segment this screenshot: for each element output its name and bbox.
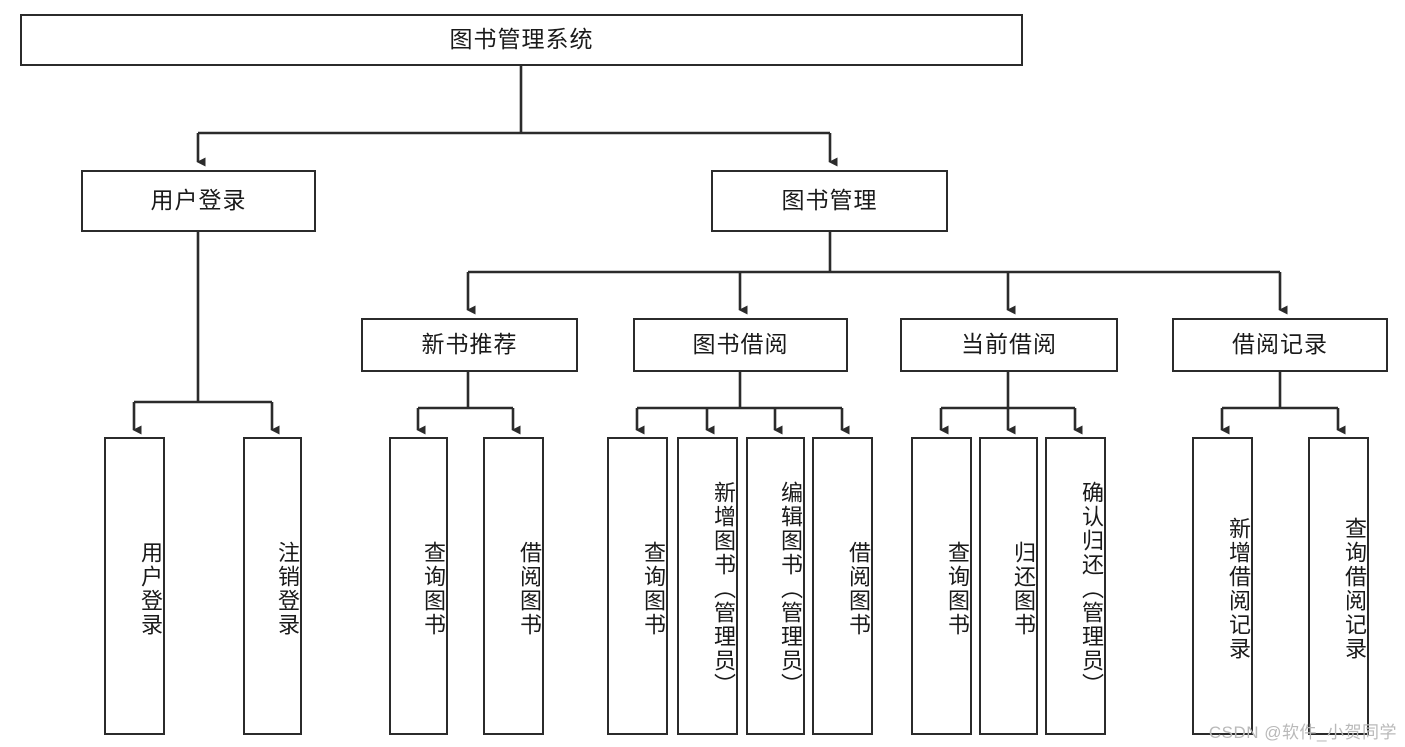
node-leaf-query-borrow-record[interactable]: 查询借阅记录 <box>1308 437 1369 735</box>
leaf-label: 编辑图书（管理员） <box>778 481 803 697</box>
node-book-management[interactable]: 图书管理 <box>711 170 948 232</box>
leaf-label: 确认归还（管理员） <box>1079 481 1104 697</box>
node-leaf-edit-book-admin[interactable]: 编辑图书（管理员） <box>746 437 805 735</box>
leaf-label: 查询借阅记录 <box>1342 517 1367 661</box>
leaf-label: 归还图书 <box>1011 541 1036 637</box>
node-leaf-query-book-current[interactable]: 查询图书 <box>911 437 972 735</box>
node-leaf-confirm-return-admin[interactable]: 确认归还（管理员） <box>1045 437 1106 735</box>
node-leaf-add-borrow-record[interactable]: 新增借阅记录 <box>1192 437 1253 735</box>
leaf-label: 新增借阅记录 <box>1226 517 1251 661</box>
node-root-book-management-system[interactable]: 图书管理系统 <box>20 14 1023 66</box>
leaf-label: 借阅图书 <box>846 541 871 637</box>
node-leaf-borrow-book-recommend[interactable]: 借阅图书 <box>483 437 544 735</box>
node-leaf-query-book-borrow[interactable]: 查询图书 <box>607 437 668 735</box>
node-leaf-user-logout[interactable]: 注销登录 <box>243 437 302 735</box>
leaf-label: 查询图书 <box>641 541 666 637</box>
node-leaf-query-book-recommend[interactable]: 查询图书 <box>389 437 448 735</box>
leaf-label: 查询图书 <box>421 541 446 637</box>
leaf-label: 新增图书（管理员） <box>711 481 736 697</box>
leaf-label: 用户登录 <box>138 541 163 637</box>
node-new-book-recommend[interactable]: 新书推荐 <box>361 318 578 372</box>
node-borrow-record[interactable]: 借阅记录 <box>1172 318 1388 372</box>
leaf-label: 借阅图书 <box>517 541 542 637</box>
leaf-label: 注销登录 <box>275 541 300 637</box>
node-leaf-user-login[interactable]: 用户登录 <box>104 437 165 735</box>
node-leaf-return-book[interactable]: 归还图书 <box>979 437 1038 735</box>
node-leaf-add-book-admin[interactable]: 新增图书（管理员） <box>677 437 738 735</box>
leaf-label: 查询图书 <box>945 541 970 637</box>
node-current-borrow[interactable]: 当前借阅 <box>900 318 1118 372</box>
node-user-login[interactable]: 用户登录 <box>81 170 316 232</box>
watermark-text: CSDN @软件_小贺同学 <box>1208 723 1397 742</box>
node-leaf-borrow-book[interactable]: 借阅图书 <box>812 437 873 735</box>
node-book-borrow[interactable]: 图书借阅 <box>633 318 848 372</box>
